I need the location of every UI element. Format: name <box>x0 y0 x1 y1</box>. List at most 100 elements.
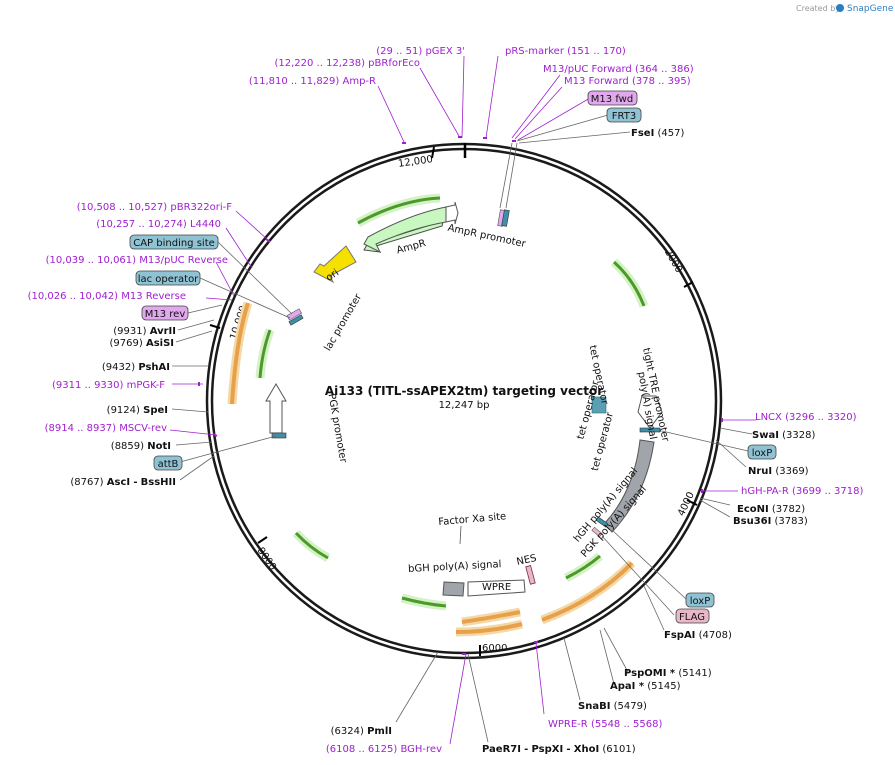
apai-label[interactable]: ApaI * (5145) <box>610 681 681 692</box>
label-nes: NES <box>516 553 538 568</box>
tick-6000: 6000 <box>482 643 507 654</box>
bgh-rev-label[interactable]: (6108 .. 6125) BGH-rev <box>326 744 442 755</box>
feature-attb-marker[interactable] <box>271 432 287 439</box>
avrii-label[interactable]: (9931) AvrII <box>113 326 176 337</box>
feature-green-right-glow <box>610 258 649 308</box>
m13rev-name: M13 rev <box>145 309 186 320</box>
fspai-label[interactable]: FspAI (4708) <box>664 630 732 641</box>
spei-label[interactable]: (9124) SpeI <box>107 405 168 416</box>
noti-label[interactable]: (8859) NotI <box>111 441 171 452</box>
feature-lac-marker-1[interactable] <box>286 308 302 321</box>
pbrforeco-range: (12,220 .. 12,238) <box>274 58 365 69</box>
feature-green-bottom[interactable] <box>401 596 447 608</box>
attb-box[interactable] <box>153 455 183 471</box>
feature-green-lower[interactable] <box>565 554 601 580</box>
feature-frt3-marker-2[interactable] <box>501 209 510 227</box>
feature-pgk-promoter[interactable] <box>265 383 287 434</box>
feature-ori[interactable] <box>313 245 357 284</box>
feature-flag-marker[interactable] <box>591 526 603 538</box>
feature-green-left[interactable] <box>258 329 272 379</box>
pmli-label[interactable]: (6324) PmlI <box>331 726 392 737</box>
m13-forward-label[interactable]: M13 Forward (378 .. 395) <box>564 76 691 87</box>
pbrforeco-label[interactable]: (12,220 .. 12,238) pBRforEco <box>274 58 420 69</box>
m13-forward-range: (378 .. 395) <box>632 76 691 87</box>
leader-loxp-2 <box>611 529 687 600</box>
nrui-label[interactable]: NruI (3369) <box>748 466 809 477</box>
bgh-rev-name: BGH-rev <box>400 744 442 755</box>
lac-operator-box[interactable] <box>135 270 201 286</box>
feature-green-bl[interactable] <box>294 531 329 560</box>
feature-lac-marker-2[interactable] <box>288 314 304 326</box>
fsei-label[interactable]: FseI (457) <box>631 128 684 139</box>
lncx-label[interactable]: LNCX (3296 .. 3320) <box>755 412 857 423</box>
leader-attb <box>179 435 277 463</box>
m13-reverse-name: M13 Reverse <box>121 291 186 302</box>
m13puc-reverse-label[interactable]: (10,039 .. 10,061) M13/pUC Reverse <box>46 255 228 266</box>
swai-label[interactable]: SwaI (3328) <box>752 430 815 441</box>
m13fwd-box[interactable] <box>587 90 638 106</box>
leader-pgex3 <box>461 55 465 139</box>
prs-marker-label[interactable]: pRS-marker (151 .. 170) <box>505 46 626 57</box>
mscv-rev-label[interactable]: (8914 .. 8937) MSCV-rev <box>45 423 167 434</box>
amp-r-label[interactable]: (11,810 .. 11,829) Amp-R <box>249 76 376 87</box>
label-lac-promoter: lac promoter <box>323 291 365 353</box>
snabi-label[interactable]: SnaBI (5479) <box>578 701 647 712</box>
m13-reverse-label[interactable]: (10,026 .. 10,042) M13 Reverse <box>28 291 186 302</box>
leader-amp-r <box>377 85 405 143</box>
m13puc-forward-name: M13/pUC Forward <box>543 64 632 75</box>
m13fwd-name: M13 fwd <box>591 94 633 105</box>
primer-tick-7 <box>212 433 218 437</box>
pshai-label[interactable]: (9432) PshAI <box>102 362 170 373</box>
mpgk-f-label[interactable]: (9311 .. 9330) mPGK-F <box>52 380 165 391</box>
feature-hgh-polya[interactable] <box>603 439 655 533</box>
wpre-r-label[interactable]: WPRE-R (5548 .. 5568) <box>548 719 662 730</box>
fsei-name: FseI <box>631 128 654 139</box>
label-factor-xa: Factor Xa site <box>438 511 507 528</box>
feature-pgk-polya-marker[interactable] <box>595 516 609 528</box>
leader-fsei <box>518 131 631 144</box>
tick-8000-mark <box>257 536 268 544</box>
econi-range: (3782) <box>772 504 805 515</box>
feature-green-top[interactable] <box>357 196 441 225</box>
m13puc-forward-label[interactable]: M13/pUC Forward (364 .. 386) <box>543 64 694 75</box>
loxp-box-1[interactable] <box>747 444 777 460</box>
cap-binding-box[interactable] <box>129 234 219 250</box>
feature-ampr-promoter[interactable] <box>445 201 459 225</box>
frt3-box[interactable] <box>606 107 642 123</box>
leader-l4440 <box>225 227 253 269</box>
feature-orange-left[interactable] <box>230 302 250 405</box>
feature-wpre[interactable] <box>467 579 526 597</box>
bsu36i-label[interactable]: Bsu36I (3783) <box>733 516 808 527</box>
feature-orange-3[interactable] <box>455 622 523 634</box>
leader-pbr322ori-f <box>235 210 269 241</box>
avrii-name: AvrII <box>150 326 176 337</box>
feature-green-right[interactable] <box>612 260 646 307</box>
feature-tet-operators[interactable] <box>591 396 607 414</box>
flag-box[interactable] <box>675 608 710 624</box>
cap-binding-name: CAP binding site <box>133 238 215 249</box>
asci-label[interactable]: (8767) AscI - BssHII <box>70 477 176 488</box>
feature-loxp-marker[interactable] <box>639 427 661 433</box>
pbr322ori-f-label[interactable]: (10,508 .. 10,527) pBR322ori-F <box>77 202 233 213</box>
feature-nes-marker[interactable] <box>525 565 536 585</box>
attb-name: attB <box>158 459 179 470</box>
primer-ticks <box>198 136 723 655</box>
hgh-pa-r-label[interactable]: hGH-PA-R (3699 .. 3718) <box>741 486 863 497</box>
m13rev-box[interactable] <box>141 305 189 321</box>
feature-orange-2[interactable] <box>461 610 521 624</box>
xhoi-label[interactable]: PaeR7I - PspXI - XhoI (6101) <box>482 744 636 755</box>
leader-m13-reverse <box>205 297 233 301</box>
pspomi-label[interactable]: PspOMI * (5141) <box>624 668 712 679</box>
pbrforeco-name: pBRforEco <box>368 58 420 69</box>
pgex3-label[interactable]: (29 .. 51) pGEX 3' <box>376 46 465 57</box>
feature-tight-tre-promoter[interactable] <box>637 395 663 429</box>
asisi-label[interactable]: (9769) AsiSI <box>110 338 175 349</box>
econi-name: EcoNI <box>737 504 769 515</box>
lac-operator-name: lac operator <box>138 274 199 285</box>
feature-orange-1[interactable] <box>541 561 634 622</box>
feature-bgh-polya[interactable] <box>442 581 465 597</box>
leader-avrii <box>177 319 215 331</box>
l4440-label[interactable]: (10,257 .. 10,274) L4440 <box>96 219 221 230</box>
econi-label[interactable]: EcoNI (3782) <box>737 504 805 515</box>
loxp-box-2[interactable] <box>685 592 715 608</box>
